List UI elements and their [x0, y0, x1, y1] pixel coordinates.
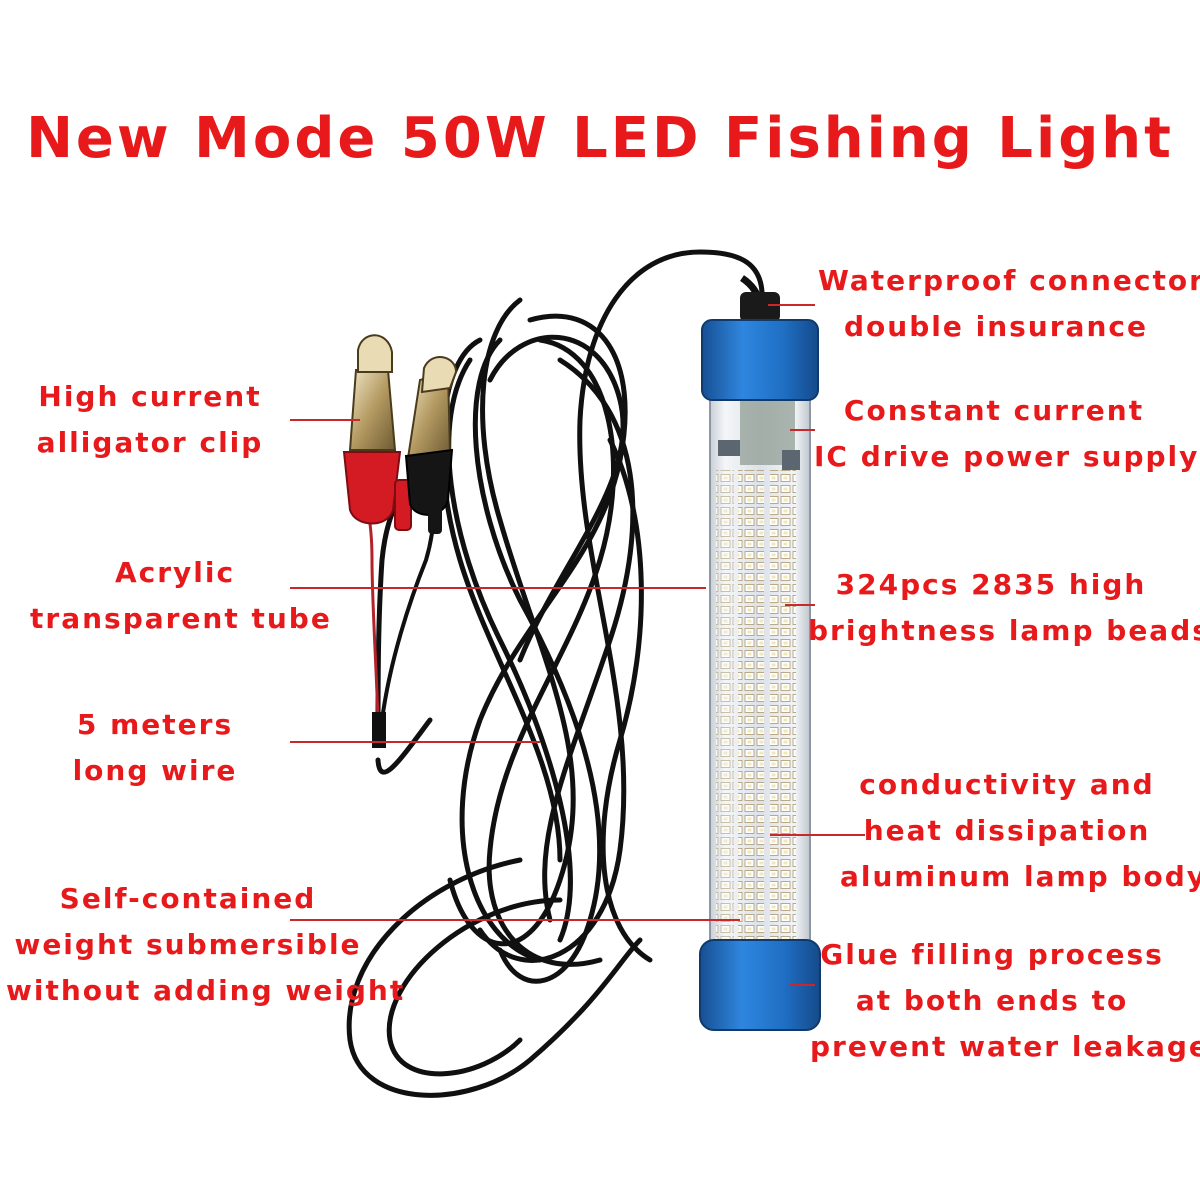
waterproof-connector	[740, 275, 780, 322]
callout-long-wire: 5 meters long wire	[30, 702, 280, 794]
callout-line: double insurance	[844, 310, 1148, 343]
callout-line: IC drive power supply	[814, 440, 1200, 473]
lead-cable	[346, 717, 643, 1098]
callout-line: Waterproof connector	[818, 264, 1200, 297]
leader-lines	[290, 304, 865, 986]
callout-line: brightness lamp beads	[808, 614, 1200, 647]
callout-line: aluminum lamp body	[840, 860, 1200, 893]
callout-line: heat dissipation	[863, 814, 1151, 847]
callout-line: conductivity and	[859, 768, 1155, 801]
callout-glue-filling: Glue filling process at both ends to pre…	[810, 932, 1200, 1070]
callout-line: High current	[38, 380, 262, 413]
callout-self-contained-weight: Self-contained weight submersible withou…	[6, 876, 406, 1014]
callout-line: 5 meters	[76, 708, 234, 741]
callout-line: 324pcs 2835 high	[835, 568, 1147, 601]
callout-acrylic-tube: Acrylic transparent tube	[30, 550, 332, 642]
callout-lamp-beads: 324pcs 2835 high brightness lamp beads	[808, 562, 1200, 654]
callout-line: alligator clip	[36, 426, 264, 459]
callout-alligator-clip: High current alligator clip	[30, 374, 270, 466]
callout-line: Self-contained	[59, 882, 317, 915]
callout-line: weight submersible	[14, 928, 362, 961]
callout-line: Constant current	[843, 394, 1145, 427]
page-title: New Mode 50W LED Fishing Light	[26, 106, 1174, 171]
callout-line: Glue filling process	[820, 938, 1164, 971]
led-lamp	[699, 319, 821, 1031]
alligator-clip-red	[342, 334, 412, 531]
callout-line: at both ends to	[855, 984, 1129, 1017]
callout-line: transparent tube	[30, 602, 332, 635]
alligator-clip-black	[404, 356, 458, 534]
callout-waterproof-connector: Waterproof connector double insurance	[818, 258, 1200, 350]
callout-line: Acrylic	[114, 556, 236, 589]
callout-constant-current: Constant current IC drive power supply	[814, 388, 1200, 480]
callout-line: prevent water leakage	[810, 1030, 1200, 1063]
callout-aluminum-body: conductivity and heat dissipation alumin…	[840, 762, 1200, 900]
callout-line: long wire	[72, 754, 238, 787]
callout-line: without adding weight	[6, 974, 406, 1007]
